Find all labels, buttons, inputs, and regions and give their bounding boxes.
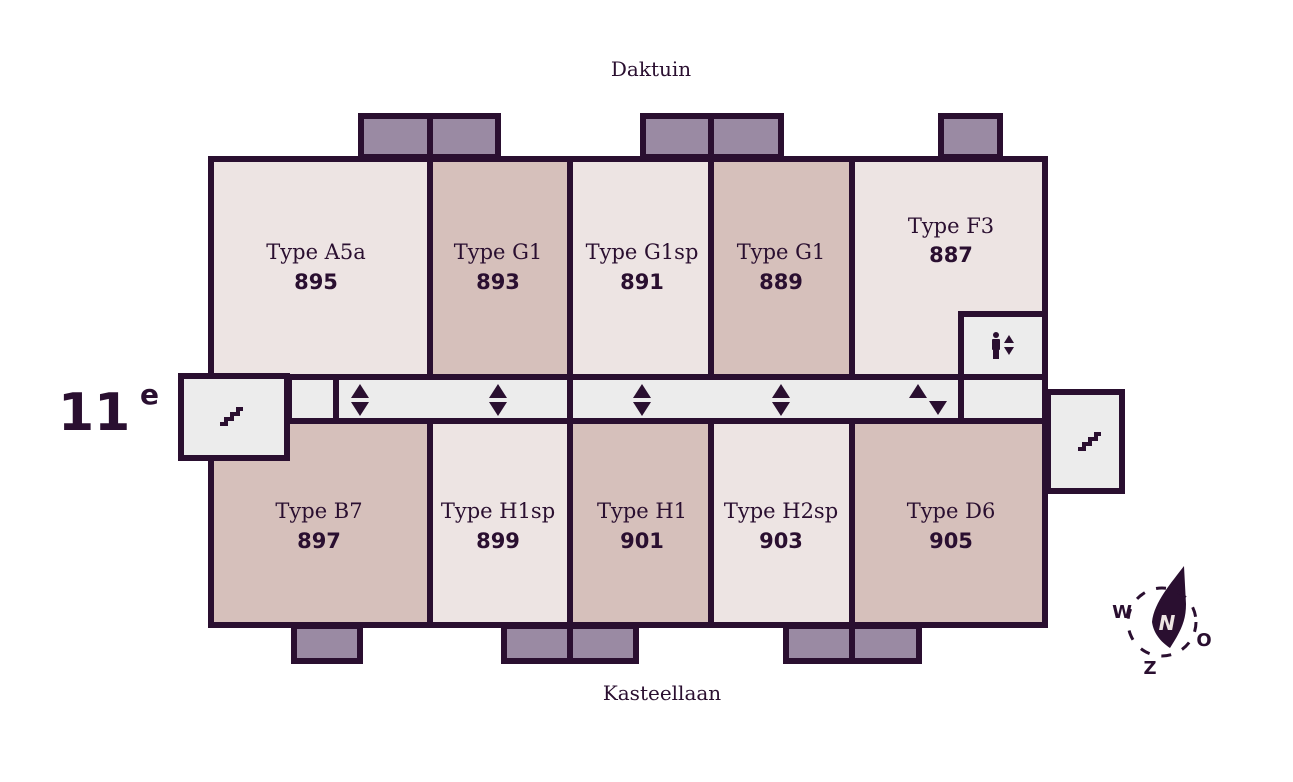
unit-905[interactable]: Type D6 905: [849, 418, 1048, 628]
unit-887[interactable]: Type F3 887: [849, 156, 1048, 380]
elevator-room: [958, 311, 1048, 380]
balcony: [291, 623, 363, 664]
balcony: [708, 113, 784, 160]
unit-899[interactable]: Type H1sp 899: [427, 418, 573, 628]
unit-891[interactable]: Type G1sp 891: [567, 156, 714, 380]
balcony: [358, 113, 433, 160]
entrance-icon: [772, 384, 790, 416]
unit-number: 903: [759, 529, 803, 553]
unit-type: Type F3: [908, 214, 994, 238]
unit-number: 901: [620, 529, 664, 553]
balcony: [849, 623, 922, 664]
balcony: [501, 623, 573, 664]
unit-number: 887: [929, 243, 973, 267]
balconies-bottom: [291, 623, 922, 664]
unit-number: 897: [297, 529, 341, 553]
balcony: [938, 113, 1003, 160]
unit-type: Type H1sp: [441, 499, 555, 523]
unit-type: Type B7: [275, 499, 362, 523]
balconies-top: [358, 113, 1003, 160]
entrance-icon: [489, 384, 507, 416]
unit-number: 905: [929, 529, 973, 553]
unit-number: 893: [476, 270, 520, 294]
compass-south: Z: [1143, 658, 1156, 679]
floor-suffix: e: [140, 378, 159, 411]
street-label-top: Daktuin: [611, 57, 691, 81]
entrance-icon: [909, 384, 947, 415]
balcony: [640, 113, 714, 160]
unit-type: Type G1sp: [586, 240, 699, 264]
street-label-bottom: Kasteellaan: [603, 681, 721, 705]
elevator-person-icon: [992, 332, 1014, 359]
stairs-icon: [220, 407, 243, 426]
stairwell-right: [1045, 389, 1125, 494]
unit-number: 891: [620, 270, 664, 294]
compass-icon: N O Z W: [1112, 566, 1212, 679]
unit-type: Type G1: [737, 240, 826, 264]
entrance-icon: [633, 384, 651, 416]
entrance-arrows: [351, 384, 947, 416]
unit-number: 899: [476, 529, 520, 553]
corridor: [286, 374, 1048, 424]
balcony: [567, 623, 639, 664]
compass-west: W: [1112, 602, 1132, 623]
unit-type: Type H1: [597, 499, 687, 523]
unit-number: 895: [294, 270, 338, 294]
unit-number: 889: [759, 270, 803, 294]
balcony: [427, 113, 501, 160]
unit-889[interactable]: Type G1 889: [708, 156, 855, 380]
entrance-icon: [351, 384, 369, 416]
stairwell-left: [178, 373, 290, 461]
unit-895[interactable]: Type A5a 895: [208, 156, 433, 380]
unit-type: Type G1: [454, 240, 543, 264]
unit-type: Type D6: [907, 499, 996, 523]
compass-east: O: [1196, 630, 1211, 651]
floor-number: 11: [58, 383, 130, 443]
stairs-icon: [1078, 432, 1101, 451]
balcony: [783, 623, 855, 664]
unit-893[interactable]: Type G1 893: [427, 156, 573, 380]
unit-903[interactable]: Type H2sp 903: [708, 418, 855, 628]
unit-type: Type A5a: [266, 240, 365, 264]
unit-901[interactable]: Type H1 901: [567, 418, 714, 628]
floor-label: 11 e: [58, 378, 159, 443]
unit-type: Type H2sp: [724, 499, 838, 523]
compass-north: N: [1159, 611, 1176, 635]
